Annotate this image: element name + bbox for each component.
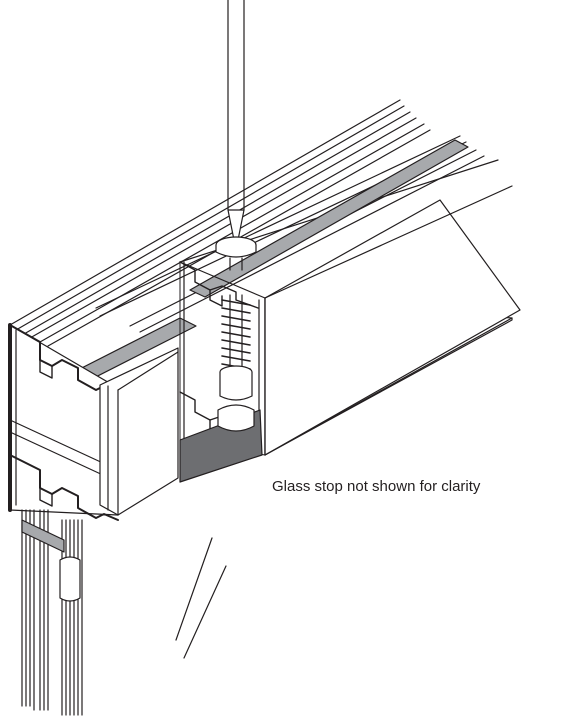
diagram-caption: Glass stop not shown for clarity [272, 478, 481, 495]
glass-reflection [175, 537, 227, 659]
screw [215, 236, 257, 271]
spacer [217, 365, 255, 432]
screwdriver [227, 0, 245, 241]
gasket-strip-bottom [21, 519, 65, 553]
bottom-seal [59, 556, 81, 602]
glass-pane [21, 509, 83, 716]
face-cap [99, 347, 179, 516]
mullion-frame [179, 185, 521, 456]
gasket-strip-top [189, 139, 469, 298]
spring [221, 294, 251, 373]
